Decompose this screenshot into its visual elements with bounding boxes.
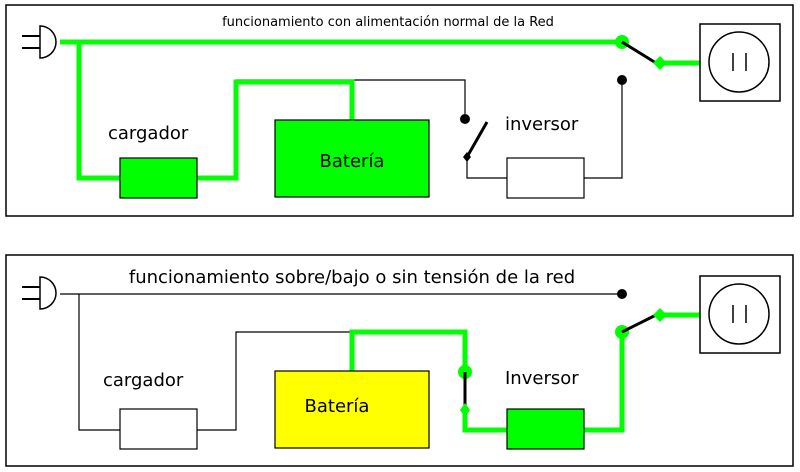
switch-icon (460, 114, 489, 162)
battery-label: Batería (305, 396, 370, 417)
charger-label: cargador (108, 123, 189, 144)
panel-normal: funcionamiento con alimentación normal d… (5, 4, 794, 217)
live-charger-to-battery (196, 79, 355, 181)
plug-icon (22, 276, 57, 310)
panel-frame (5, 254, 794, 467)
outlet-icon (699, 275, 781, 354)
charger-block (119, 157, 198, 199)
panel-title: funcionamiento sobre/bajo o sin tensión … (129, 267, 575, 288)
charger-block (119, 408, 198, 450)
inverter-block (506, 157, 585, 199)
inverter-block (506, 408, 585, 450)
live-inverter-out (582, 332, 625, 433)
plug-icon (22, 25, 57, 59)
wire-charger-to-battery (196, 331, 352, 431)
outlet-icon (699, 23, 781, 102)
live-battery-to-switch (349, 329, 468, 372)
live-switch-to-inverter (462, 410, 507, 433)
wire-switch-to-inverter (466, 157, 507, 179)
wire-charger-feed (78, 294, 122, 431)
charger-label: cargador (103, 370, 184, 391)
inverter-label: inversor (505, 114, 579, 135)
inverter-label: Inversor (505, 368, 579, 389)
battery-block (274, 119, 430, 198)
switch-icon (458, 365, 472, 417)
panel-battery: funcionamiento sobre/bajo o sin tensión … (5, 254, 794, 467)
switch-icon (615, 289, 667, 339)
panel-frame (5, 4, 794, 217)
wire-inverter-out (582, 80, 623, 179)
live-charger-feed (76, 42, 122, 181)
switch-icon (615, 35, 667, 85)
battery-block (274, 370, 430, 449)
panel-title: funcionamiento con alimentación normal d… (222, 15, 554, 30)
battery-label: Batería (320, 151, 385, 172)
